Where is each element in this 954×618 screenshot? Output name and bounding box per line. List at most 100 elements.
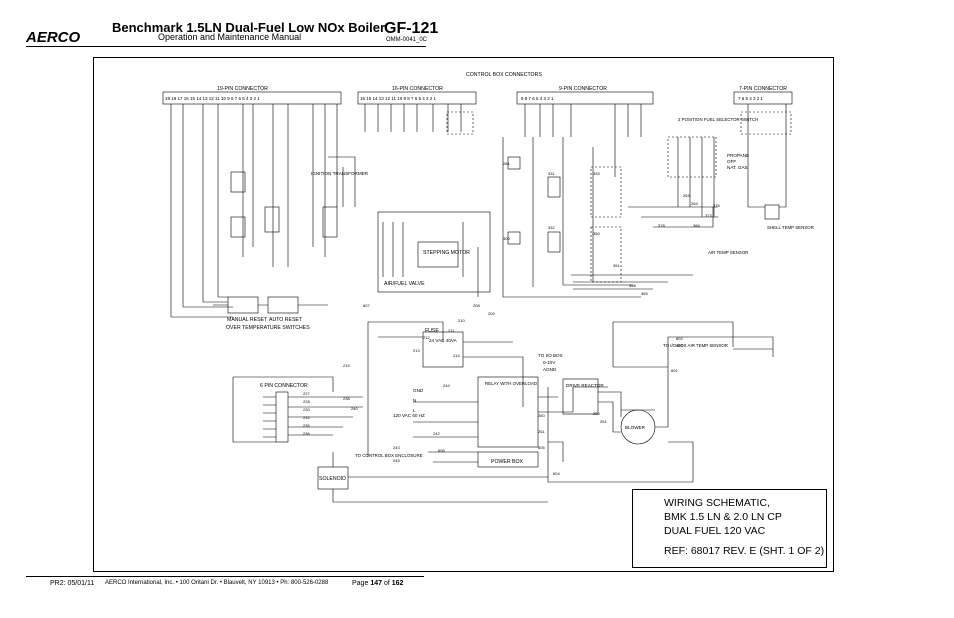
wire-number: 230 (303, 407, 310, 412)
title-block-line-4: REF: 68017 REV. E (SHT. 1 OF 2) (664, 545, 825, 557)
transformer-label: 24 VAC 40VA (429, 338, 458, 343)
stepping-motor-label: STEPPING MOTOR (423, 250, 470, 256)
six-pin-connector (275, 391, 289, 443)
manual-reset-label: MANUAL RESET (227, 317, 268, 323)
drive-reactor-label: DRIVE REACTOR (566, 383, 604, 388)
to-io-air-label: TO I/O BOX AIR TEMP SENSOR (663, 343, 728, 348)
label-16-pin: 16-PIN CONNECTOR (392, 86, 443, 92)
air-fuel-valve-label: AIR/FUEL VALVE (384, 281, 425, 287)
wire-number: 213 (413, 348, 420, 353)
to-io-box-label: TO I/O BOX (538, 353, 563, 358)
control-box-title: CONTROL BOX CONNECTORS (466, 72, 542, 78)
power-box-terminal (477, 451, 539, 468)
document-subtitle: Operation and Maintenance Manual (158, 32, 302, 42)
drive-reactor-box (562, 378, 599, 415)
over-temp-label: OVER TEMPERATURE SWITCHES (226, 325, 310, 331)
label-7-pin: 7-PIN CONNECTOR (739, 86, 787, 92)
svg-text:AERCO: AERCO (26, 29, 81, 45)
neutral-label: N (413, 398, 416, 403)
footer-rule (26, 576, 424, 577)
schematic-frame (93, 57, 834, 572)
label-19-pin: 19-PIN CONNECTOR (217, 86, 268, 92)
io-0-10v-label: 0-10V (543, 360, 556, 365)
gnd-label: GND (413, 388, 424, 393)
propane-label: PROPANE (727, 153, 749, 158)
label-6-pin: 6 PIN CONNECTOR (260, 383, 308, 389)
wire-number: 214 (453, 353, 460, 358)
auto-reset-label: AUTO RESET (269, 317, 303, 323)
wire-number: 333 (593, 171, 600, 176)
footer-page-number: Page 147 of 162 (352, 580, 403, 587)
wire-number: 604 (553, 471, 560, 476)
off-label: OFF (727, 159, 736, 164)
wire-number: 366 (693, 223, 700, 228)
wire-number: 211 (448, 328, 455, 333)
wire-number: 300 (503, 236, 510, 241)
pins-19: 19 18 17 16 15 14 13 12 11 10 9 8 7 6 5 … (165, 96, 260, 101)
wire-number: 607 (363, 303, 370, 308)
wire-number: 245 (393, 458, 400, 463)
wire-number: 605 (538, 445, 545, 450)
footer-address: AERCO International, Inc. • 100 Oritani … (105, 580, 329, 586)
shell-temp-label: SHELL TEMP SENSOR (767, 225, 814, 230)
transformer-24vac-box (422, 331, 464, 368)
blower-label: BLOWER (625, 425, 646, 430)
wire-number: 603 (676, 343, 683, 348)
wire-number: 264 (691, 201, 698, 206)
solenoid-label: SOLENOID (319, 476, 346, 482)
page-header: AERCO Benchmark 1.5LN Dual-Fuel Low NOx … (0, 0, 954, 60)
shell-temp-sensor-box (764, 204, 780, 220)
wire-number: 208 (473, 303, 480, 308)
wire-number: 251 (600, 419, 607, 424)
wire-number: 606 (438, 448, 445, 453)
aerco-logo: AERCO (26, 29, 81, 45)
wire-number: 601 (671, 368, 678, 373)
wire-number: 602 (676, 336, 683, 341)
wire-number-labels: 2082092102112122132142152272282302322352… (303, 161, 720, 476)
wire-number: 263 (683, 193, 690, 198)
wire-number: 351 (613, 263, 620, 268)
fuse-label: FUSE (425, 328, 439, 334)
wire-number: 365 (641, 291, 648, 296)
wire-number: 242 (433, 431, 440, 436)
wire-number: 332 (548, 225, 555, 230)
wire-number: 331 (548, 171, 555, 176)
wire-number: 228 (303, 399, 310, 404)
connector-19-pin (162, 91, 342, 105)
relay-box (477, 376, 539, 448)
wire-number: 240 (351, 406, 358, 411)
vac-120-label: 120 VAC 60 HZ (393, 413, 425, 418)
wire-number: 244 (443, 383, 450, 388)
page-total: 162 (391, 580, 404, 587)
title-block (632, 489, 827, 568)
title-block-line-2: BMK 1.5 LN & 2.0 LN CP (664, 511, 782, 523)
wire-number: 243 (393, 445, 400, 450)
wire-number: 210 (458, 318, 465, 323)
document-title: Benchmark 1.5LN Dual-Fuel Low NOx Boiler (112, 20, 386, 35)
label-9-pin: 9-PIN CONNECTOR (559, 86, 607, 92)
footer-pr-date: PR2: 05/01/11 (50, 580, 95, 587)
io-agnd-label: AGND (543, 367, 557, 372)
connector-9-pin (516, 91, 654, 105)
air-fuel-valve-box (377, 211, 491, 293)
page-of: of (383, 580, 390, 587)
fuel-selector-label: 2 POSITION FUEL SELECTOR SWITCH (678, 117, 758, 122)
wiring-schematic: CONTROL BOX CONNECTORS 19-PIN CONNECTOR … (162, 72, 814, 503)
wire-number: 250 (593, 411, 600, 416)
wire-number: 350 (593, 231, 600, 236)
wire-number: 227 (303, 391, 310, 396)
page-current: 147 (370, 580, 382, 587)
connector-7-pin (733, 91, 793, 105)
title-block-line-3: DUAL FUEL 120 VAC (664, 525, 766, 537)
wire-number: 261 (538, 429, 545, 434)
wire-number: 260 (538, 413, 545, 418)
stepping-motor-box (417, 241, 459, 268)
line-label: L (413, 408, 416, 413)
wire-number: 358 (629, 283, 636, 288)
wire-number: 375 (713, 203, 720, 208)
page-prefix: Page (352, 580, 369, 587)
title-block-line-1: WIRING SCHEMATIC, (664, 497, 770, 509)
wire-number: 378 (658, 223, 665, 228)
wire-number: 215 (343, 363, 350, 368)
wire-number: 236 (303, 431, 310, 436)
